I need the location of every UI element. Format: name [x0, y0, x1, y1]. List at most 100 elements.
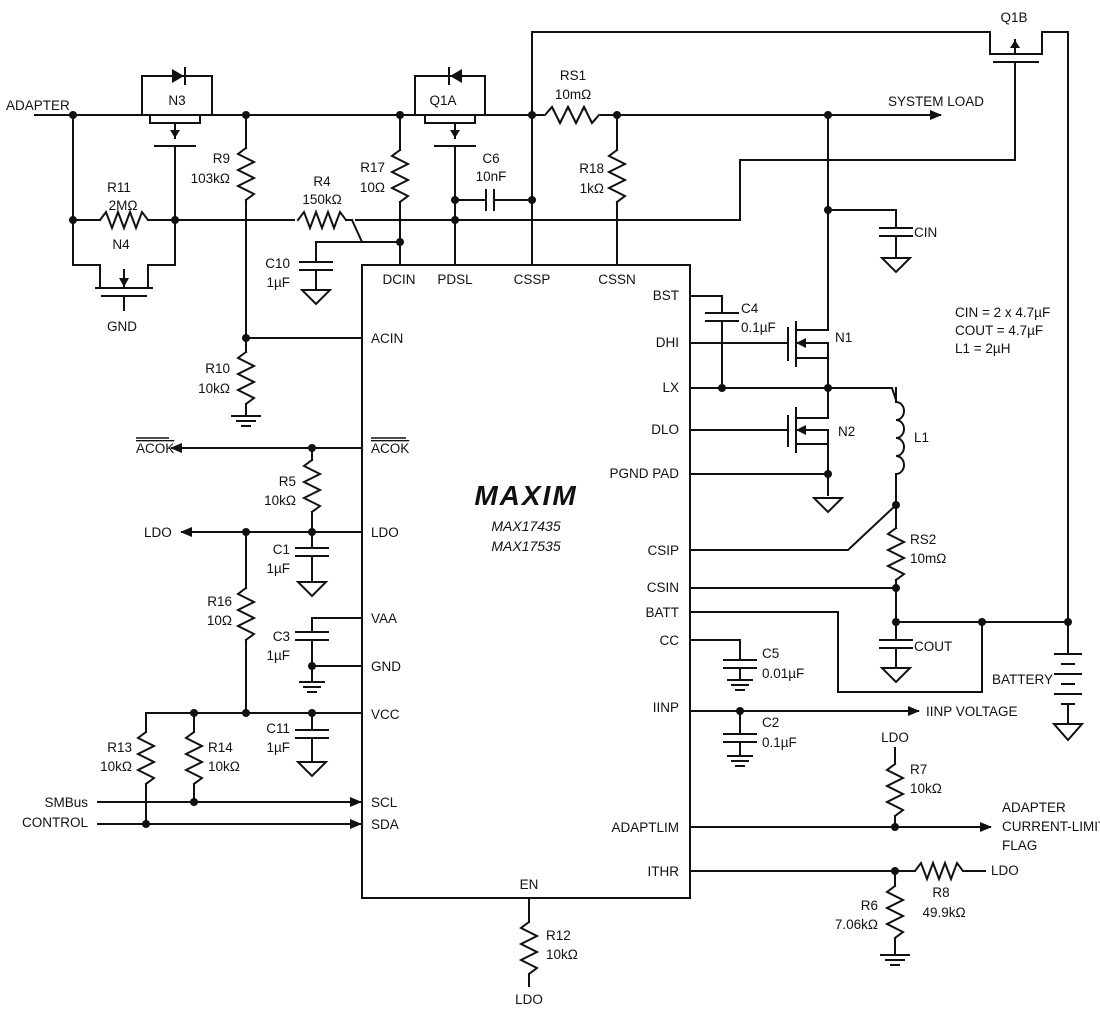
pin-pgnd: PGND PAD [609, 466, 679, 481]
net-flag-1: ADAPTER [1002, 800, 1066, 815]
label-r7: R7 [910, 762, 927, 777]
capacitor-cout [879, 639, 913, 684]
label-cout: COUT [914, 639, 952, 654]
value-c3: 1µF [266, 648, 290, 663]
resistor-r4 [295, 209, 401, 243]
cin-network [824, 114, 913, 331]
label-r12: R12 [546, 928, 571, 943]
value-r17: 10Ω [360, 180, 385, 195]
label-r18: R18 [579, 161, 604, 176]
value-r9: 103kΩ [191, 171, 230, 186]
note-cin: CIN = 2 x 4.7µF [955, 305, 1050, 320]
net-system-load: SYSTEM LOAD [888, 94, 984, 109]
vcc-network [135, 709, 363, 825]
label-c4: C4 [741, 301, 759, 316]
pin-lx: LX [662, 380, 679, 395]
value-c5: 0.01µF [762, 666, 804, 681]
pin-dhi: DHI [656, 335, 679, 350]
note-l1: L1 = 2µH [955, 341, 1010, 356]
label-c6: C6 [482, 151, 499, 166]
lx-node [689, 384, 898, 419]
pin-pdsl: PDSL [437, 272, 473, 287]
adapter-rail [34, 110, 942, 120]
label-rs1: RS1 [560, 68, 586, 83]
value-c6: 10nF [476, 169, 507, 184]
pin-ldo: LDO [371, 525, 399, 540]
net-ldo-r8: LDO [991, 863, 1019, 878]
note-cout: COUT = 4.7µF [955, 323, 1043, 338]
net-control: CONTROL [22, 815, 88, 830]
value-c2: 0.1µF [762, 735, 797, 750]
resistor-rs2 [689, 526, 907, 641]
net-adapter: ADAPTER [6, 98, 70, 113]
label-c3: C3 [273, 629, 290, 644]
net-ldo-r7: LDO [881, 730, 909, 745]
value-r12: 10kΩ [546, 947, 578, 962]
label-r17: R17 [360, 160, 385, 175]
resistor-r12 [518, 897, 540, 987]
value-r16: 10Ω [207, 613, 232, 628]
pin-csip: CSIP [647, 543, 679, 558]
value-r11: 2MΩ [109, 198, 138, 213]
battery-symbol [1051, 621, 1085, 742]
label-r10: R10 [205, 361, 230, 376]
value-r14: 10kΩ [208, 759, 240, 774]
resistor-r18 [606, 114, 628, 266]
iinp-line [689, 706, 920, 767]
value-r10: 10kΩ [198, 381, 230, 396]
label-n4: N4 [112, 237, 130, 252]
label-n1: N1 [835, 330, 852, 345]
pin-csin: CSIN [647, 580, 679, 595]
cssp-q1b-line [531, 31, 991, 266]
net-smbus: SMBus [44, 795, 88, 810]
pin-acin: ACIN [371, 331, 403, 346]
mosfet-n3 [141, 67, 213, 221]
pin-dcin: DCIN [383, 272, 416, 287]
label-r9: R9 [213, 151, 230, 166]
value-r4: 150kΩ [302, 192, 341, 207]
label-q1a: Q1A [429, 93, 456, 108]
net-gnd: GND [107, 319, 137, 334]
pin-adaptlim: ADAPTLIM [611, 820, 679, 835]
value-c4: 0.1µF [741, 320, 776, 335]
pin-cssp: CSSP [514, 272, 551, 287]
label-c2: C2 [762, 715, 779, 730]
net-acok: ACOK [136, 441, 174, 456]
value-r13: 10kΩ [100, 759, 132, 774]
label-r6: R6 [861, 898, 878, 913]
label-r14: R14 [208, 740, 233, 755]
net-iinp-voltage: IINP VOLTAGE [926, 704, 1018, 719]
label-r8: R8 [932, 885, 949, 900]
ldo-network [180, 527, 363, 714]
net-flag-3: FLAG [1002, 838, 1037, 853]
value-c11: 1µF [266, 740, 290, 755]
smbus-lines [97, 797, 362, 829]
label-c11: C11 [266, 721, 290, 736]
label-r16: R16 [207, 594, 232, 609]
mosfet-n1 [689, 321, 829, 389]
ithr-network [689, 860, 986, 966]
label-r11: R11 [107, 180, 131, 195]
label-r5: R5 [279, 474, 296, 489]
net-flag-2: CURRENT-LIMIT [1002, 819, 1100, 834]
pin-vaa: VAA [371, 611, 397, 626]
pin-cssn: CSSN [598, 272, 636, 287]
batt-line [689, 611, 1072, 693]
net-ldo-r12: LDO [515, 992, 543, 1007]
pin-ithr: ITHR [648, 864, 680, 879]
label-c1: C1 [273, 542, 290, 557]
value-rs1: 10mΩ [555, 87, 591, 102]
value-r7: 10kΩ [910, 781, 942, 796]
label-r13: R13 [107, 740, 132, 755]
value-r18: 1kΩ [580, 181, 604, 196]
value-r5: 10kΩ [264, 493, 296, 508]
net-battery: BATTERY [992, 672, 1053, 687]
pin-sda: SDA [371, 817, 399, 832]
resistor-r7 [689, 747, 992, 832]
pin-gnd: GND [371, 659, 401, 674]
pin-en: EN [520, 877, 539, 892]
pin-bst: BST [653, 288, 679, 303]
inductor-l1 [892, 387, 905, 529]
acok-network [170, 443, 363, 533]
